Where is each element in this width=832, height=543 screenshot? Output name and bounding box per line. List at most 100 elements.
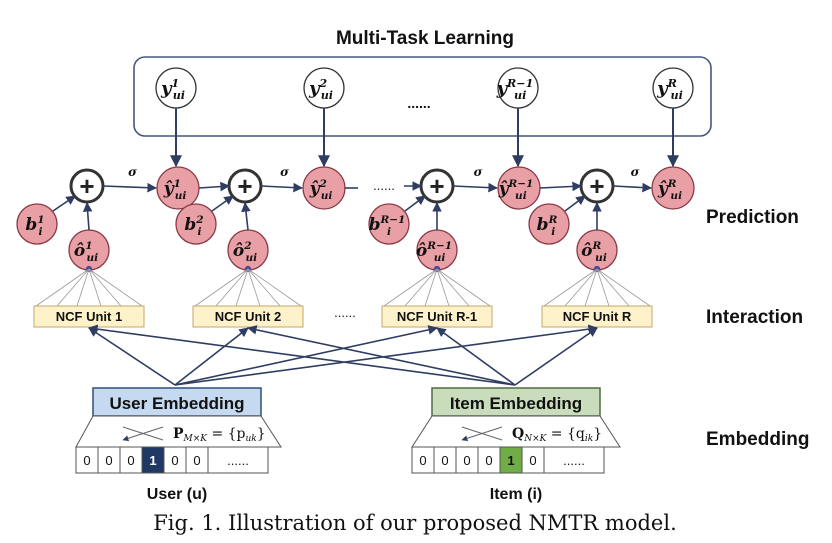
sigma-label: σ — [128, 165, 137, 179]
item-onehot-value: 0 — [419, 453, 426, 468]
ncf-fan-line — [436, 268, 450, 307]
item-onehot-cell — [543, 446, 605, 474]
ncf-fan-line — [596, 268, 630, 307]
user-onehot-value: 0 — [193, 453, 200, 468]
user-embedding-label: User Embedding — [109, 394, 244, 413]
user-caption: User (u) — [147, 486, 207, 503]
bias-node — [368, 203, 410, 245]
ncf-unit-label: NCF Unit 2 — [215, 309, 281, 324]
sigma-arrow — [102, 182, 157, 193]
item-onehot-value: 1 — [507, 453, 514, 468]
ncf-fan-line — [35, 268, 90, 307]
user-to-ncf-arrow — [174, 324, 598, 386]
user-onehot-value: 0 — [127, 453, 134, 468]
diagram-title: Multi-Task Learning — [336, 28, 514, 49]
user-onehot-cell — [207, 446, 269, 474]
item-to-ncf-arrow — [88, 324, 516, 386]
ncf-fan-line — [436, 268, 491, 307]
ncf-unit-label: NCF Unit R-1 — [397, 309, 477, 324]
plus-sign: + — [79, 171, 94, 201]
ncf-unit-label: NCF Unit 1 — [56, 309, 122, 324]
user-to-ncf-arrow — [174, 325, 438, 386]
item-caption: Item (i) — [490, 486, 542, 503]
sigma-arrow — [612, 182, 652, 193]
ncf-fan-line — [76, 268, 90, 307]
layer-label-embedding: Embedding — [706, 429, 809, 450]
item-onehot-value: 0 — [485, 453, 492, 468]
sigma-label: σ — [474, 165, 483, 179]
bias-node — [528, 203, 570, 245]
item-onehot-value: 0 — [463, 453, 470, 468]
user-onehot-value: 1 — [149, 453, 156, 468]
item-to-ncf-arrow — [514, 327, 598, 386]
ncf-fan-line — [247, 268, 302, 307]
multi-task-box — [133, 56, 712, 137]
ncf-fan-line — [56, 268, 90, 307]
chain-arrow — [198, 181, 230, 192]
ncf-fan-line — [596, 268, 651, 307]
ellipsis-prediction: ...... — [373, 178, 395, 193]
item-embedding-cross — [461, 426, 503, 442]
user-embedding-box — [92, 387, 262, 417]
ncf-fan-line — [564, 268, 598, 307]
user-onehot-value: 0 — [105, 453, 112, 468]
plus-sign: + — [589, 171, 604, 201]
item-onehot-value: ...... — [563, 453, 585, 468]
ncf-fan-line — [383, 268, 438, 307]
ncf-fan-line — [88, 268, 102, 307]
plus-sign: + — [429, 171, 444, 201]
figure-caption: Fig. 1. Illustration of our proposed NMT… — [153, 511, 677, 535]
ohat-to-sum-arrow — [82, 202, 93, 231]
ncf-fan-line — [436, 268, 470, 307]
sigma-label: σ — [280, 165, 289, 179]
ncf-fan-line — [584, 268, 598, 307]
ncf-unit-label: NCF Unit R — [563, 309, 632, 324]
plus-sign: + — [237, 171, 252, 201]
user-onehot-value: ...... — [227, 453, 249, 468]
item-embedding-box — [431, 387, 601, 417]
ncf-fan-line — [247, 268, 281, 307]
sigma-arrow — [452, 182, 498, 193]
yhat-node — [651, 166, 695, 210]
item-onehot-value: 0 — [529, 453, 536, 468]
user-matrix-formula: PM×K = {puk} — [173, 426, 266, 444]
ncf-fan-line — [543, 268, 598, 307]
bias-to-sum-arrow — [404, 195, 426, 212]
item-matrix-formula: QN×K = {qik} — [512, 426, 602, 444]
ellipsis-top: ...... — [407, 95, 430, 111]
item-to-ncf-arrow — [436, 327, 516, 386]
ellipsis-interaction: ...... — [334, 305, 356, 320]
ncf-fan-line — [88, 268, 143, 307]
layer-label-interaction: Interaction — [706, 307, 803, 328]
ncf-fan-line — [247, 268, 261, 307]
ohat-to-sum-arrow — [241, 202, 251, 231]
item-onehot-value: 0 — [441, 453, 448, 468]
sigma-label: σ — [631, 165, 640, 179]
bias-to-sum-arrow — [564, 195, 586, 212]
bias-to-sum-arrow — [211, 195, 234, 212]
ncf-fan-line — [596, 268, 610, 307]
user-to-ncf-arrow — [88, 327, 176, 386]
ncf-fan-line — [404, 268, 438, 307]
ncf-fan-line — [235, 268, 249, 307]
item-embedding-label: Item Embedding — [450, 394, 582, 413]
user-onehot-value: 0 — [171, 453, 178, 468]
